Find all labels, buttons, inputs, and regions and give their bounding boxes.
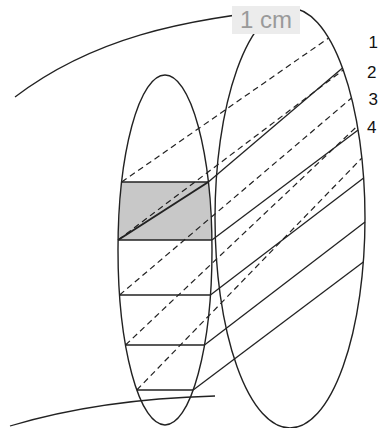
slice-chord <box>118 239 212 240</box>
slice-chord <box>122 181 209 182</box>
visible-edge <box>210 178 363 295</box>
slice-chord <box>137 389 193 390</box>
visible-edge <box>204 222 365 345</box>
visible-edge <box>208 68 342 182</box>
hidden-edge <box>137 158 362 390</box>
cylinder-end <box>118 75 212 425</box>
hidden-edge <box>118 70 343 240</box>
slice-chord <box>120 294 211 295</box>
cylinder-end <box>215 8 365 428</box>
shaded-face <box>118 182 212 240</box>
diagonal-line <box>118 182 208 240</box>
callout-number: 3 <box>369 91 378 108</box>
hidden-edge <box>120 98 352 295</box>
callout-number: 2 <box>367 64 376 81</box>
hidden-edge <box>126 126 358 345</box>
callout-number: 4 <box>367 119 376 136</box>
slice-chord <box>126 344 205 345</box>
scale-label: 1 cm <box>232 6 300 34</box>
callout-number: 1 <box>369 34 378 51</box>
outline-curve <box>10 396 215 426</box>
